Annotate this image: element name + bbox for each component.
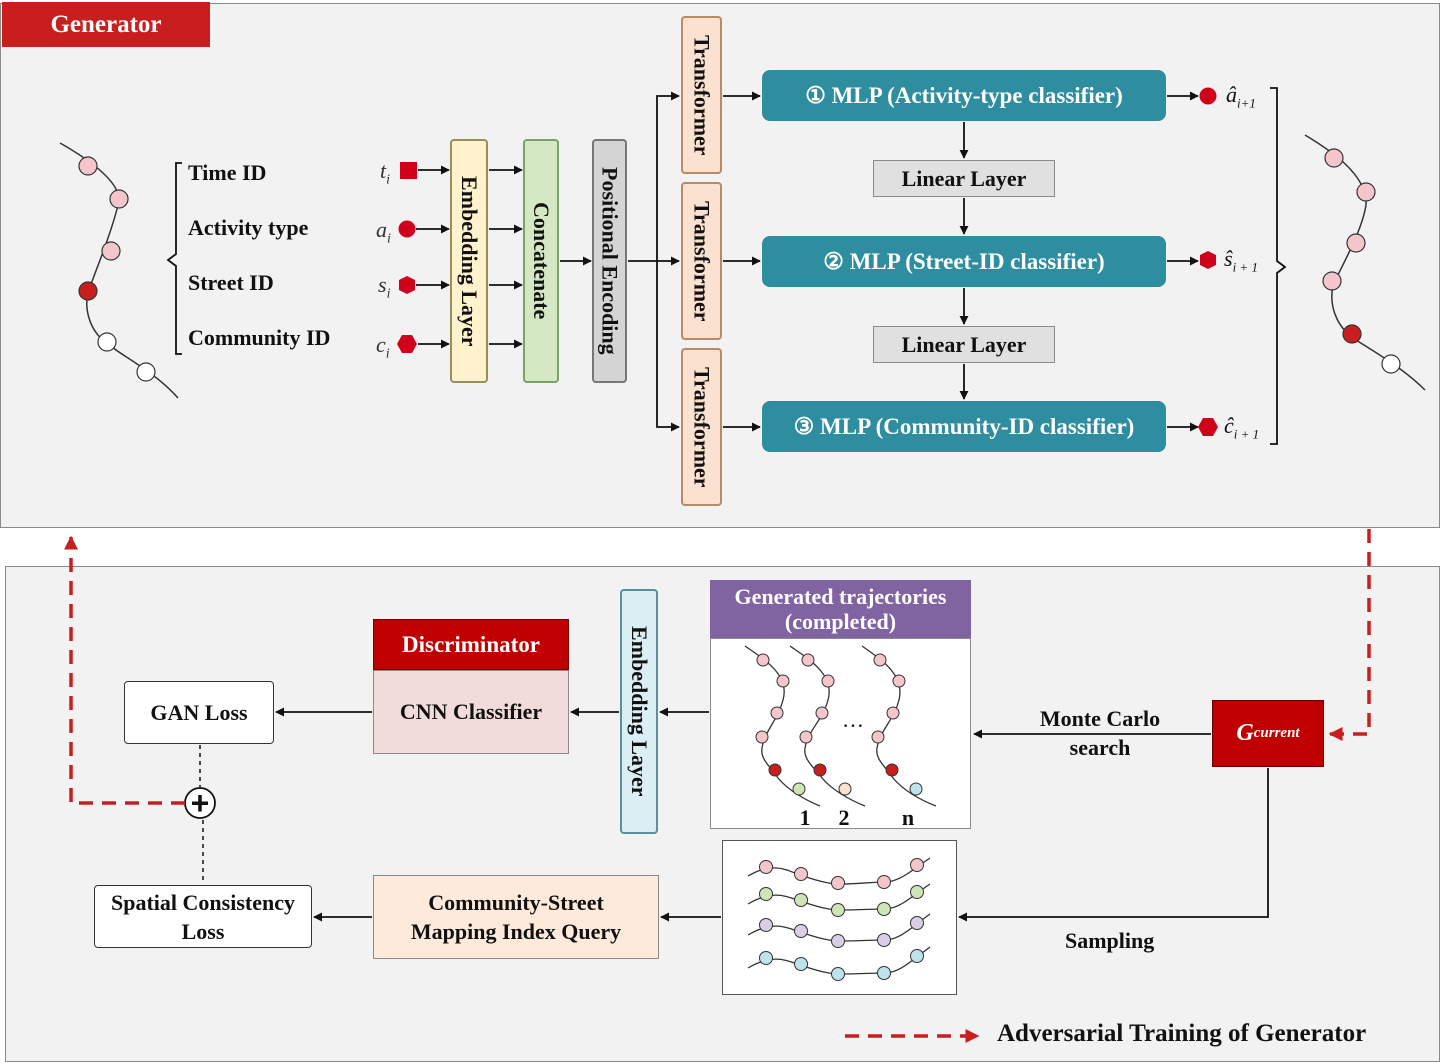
output-street-marker-icon [1200, 251, 1216, 269]
var-s: si [378, 272, 391, 302]
mlp-3-num: ③ [793, 413, 815, 439]
output-node-5 [1342, 324, 1362, 344]
mapping-query-text: Community-Street Mapping Index Query [410, 890, 622, 944]
traj-index-2: 2 [838, 805, 850, 830]
positional-encoding-box: Positional Encoding [592, 139, 627, 383]
mlp-community-id: ③ MLP (Community-ID classifier) [762, 401, 1166, 452]
gen-traj-header-text: Generated trajectories (completed) [734, 584, 947, 634]
input-node-1 [78, 156, 98, 176]
input-bracket [166, 162, 182, 355]
mlp-1-label: MLP (Activity-type classifier) [831, 82, 1123, 108]
output-s-hat: ŝi + 1 [1224, 246, 1258, 275]
positional-encoding-text: Positional Encoding [597, 167, 623, 355]
linear-layer-2: Linear Layer [873, 326, 1055, 363]
gen-traj-1-curve [744, 645, 821, 807]
mlp-1-num: ① [805, 82, 826, 108]
discriminator-header: Discriminator [373, 619, 569, 670]
g-current-sub: current [1253, 725, 1300, 741]
output-community-marker-icon [1198, 418, 1218, 436]
traj-index-1: 1 [799, 805, 811, 830]
discriminator-text: Discriminator [402, 631, 540, 657]
input-node-2 [109, 189, 129, 209]
traj-ellipsis: … [842, 707, 864, 732]
mlp-2-label: MLP (Street-ID classifier) [849, 248, 1105, 274]
gen-traj-body [710, 638, 971, 829]
activity-marker-icon [398, 220, 416, 238]
input-node-4 [78, 281, 98, 301]
transformer-1-text: Transformer [689, 34, 715, 156]
transformer-3: Transformer [681, 348, 722, 506]
input-label-time-id: Time ID [188, 160, 267, 185]
spatial-consistency-loss: Spatial Consistency Loss [94, 885, 312, 948]
output-activity-marker-icon [1199, 87, 1217, 105]
mlp-2-num: ② [823, 248, 844, 274]
input-label-street-id: Street ID [188, 270, 274, 295]
generator-title: Generator [2, 2, 210, 47]
output-node-3 [1346, 233, 1366, 253]
gen-traj-2-curve [789, 645, 866, 807]
concatenate-box: Concatenate [523, 139, 559, 383]
spatial-loss-text: Spatial Consistency Loss [111, 889, 295, 944]
output-node-4 [1322, 271, 1342, 291]
output-node-1 [1324, 148, 1344, 168]
output-a-hat: âi+1 [1226, 82, 1256, 111]
input-node-3 [101, 241, 121, 261]
input-node-6 [136, 362, 156, 382]
embedding-layer-2-text: Embedding Layer [627, 626, 652, 797]
legend-text: Adversarial Training of Generator [997, 1020, 1367, 1047]
var-t: ti [380, 158, 391, 188]
input-node-5 [97, 332, 117, 352]
community-marker-icon [397, 335, 417, 353]
var-a: ai [376, 217, 391, 247]
transformer-2: Transformer [681, 182, 722, 340]
street-marker-icon [399, 276, 415, 294]
gan-loss-text: GAN Loss [150, 699, 248, 725]
embedding-layer-text: Embedding Layer [457, 175, 482, 347]
mlp-activity-type: ① MLP (Activity-type classifier) [762, 70, 1166, 121]
mlp-street-id: ② MLP (Street-ID classifier) [762, 236, 1166, 287]
linear-layer-1: Linear Layer [873, 160, 1055, 197]
embedding-layer-box: Embedding Layer [450, 139, 488, 383]
transformer-3-text: Transformer [689, 366, 715, 488]
mlp-3-label: MLP (Community-ID classifier) [820, 413, 1135, 439]
g-current-main: G [1236, 720, 1254, 746]
cnn-classifier: CNN Classifier [373, 670, 569, 754]
concatenate-text: Concatenate [529, 202, 554, 320]
gan-loss: GAN Loss [124, 681, 274, 744]
monte-carlo-label: Monte Carlo search [1020, 704, 1180, 762]
output-node-2 [1356, 182, 1376, 202]
transformer-2-text: Transformer [689, 200, 715, 322]
gen-traj-header: Generated trajectories (completed) [710, 580, 971, 638]
sampling-label: Sampling [1065, 928, 1155, 953]
output-node-6 [1381, 354, 1401, 374]
var-c: ci [376, 332, 390, 362]
generator-title-text: Generator [50, 10, 162, 38]
plus-sign: + [191, 785, 210, 821]
adversarial-loop-right [1328, 529, 1371, 741]
output-bracket [1270, 87, 1287, 445]
output-c-hat: ĉi + 1 [1224, 413, 1260, 442]
gen-traj-n-curve [861, 645, 937, 807]
mapping-index-query: Community-Street Mapping Index Query [373, 875, 659, 959]
output-trajectory-curve [1304, 134, 1426, 391]
adversarial-loop-left [64, 535, 185, 805]
transformer-1: Transformer [681, 16, 722, 174]
input-trajectory-curve [59, 142, 179, 399]
cnn-classifier-text: CNN Classifier [399, 699, 543, 724]
monte-carlo-text: Monte Carlo search [1039, 706, 1161, 760]
input-label-community-id: Community ID [188, 325, 331, 350]
traj-index-n: n [901, 805, 915, 830]
input-label-activity-type: Activity type [188, 215, 309, 240]
time-marker-icon [400, 162, 417, 179]
embedding-layer-2: Embedding Layer [620, 589, 658, 834]
